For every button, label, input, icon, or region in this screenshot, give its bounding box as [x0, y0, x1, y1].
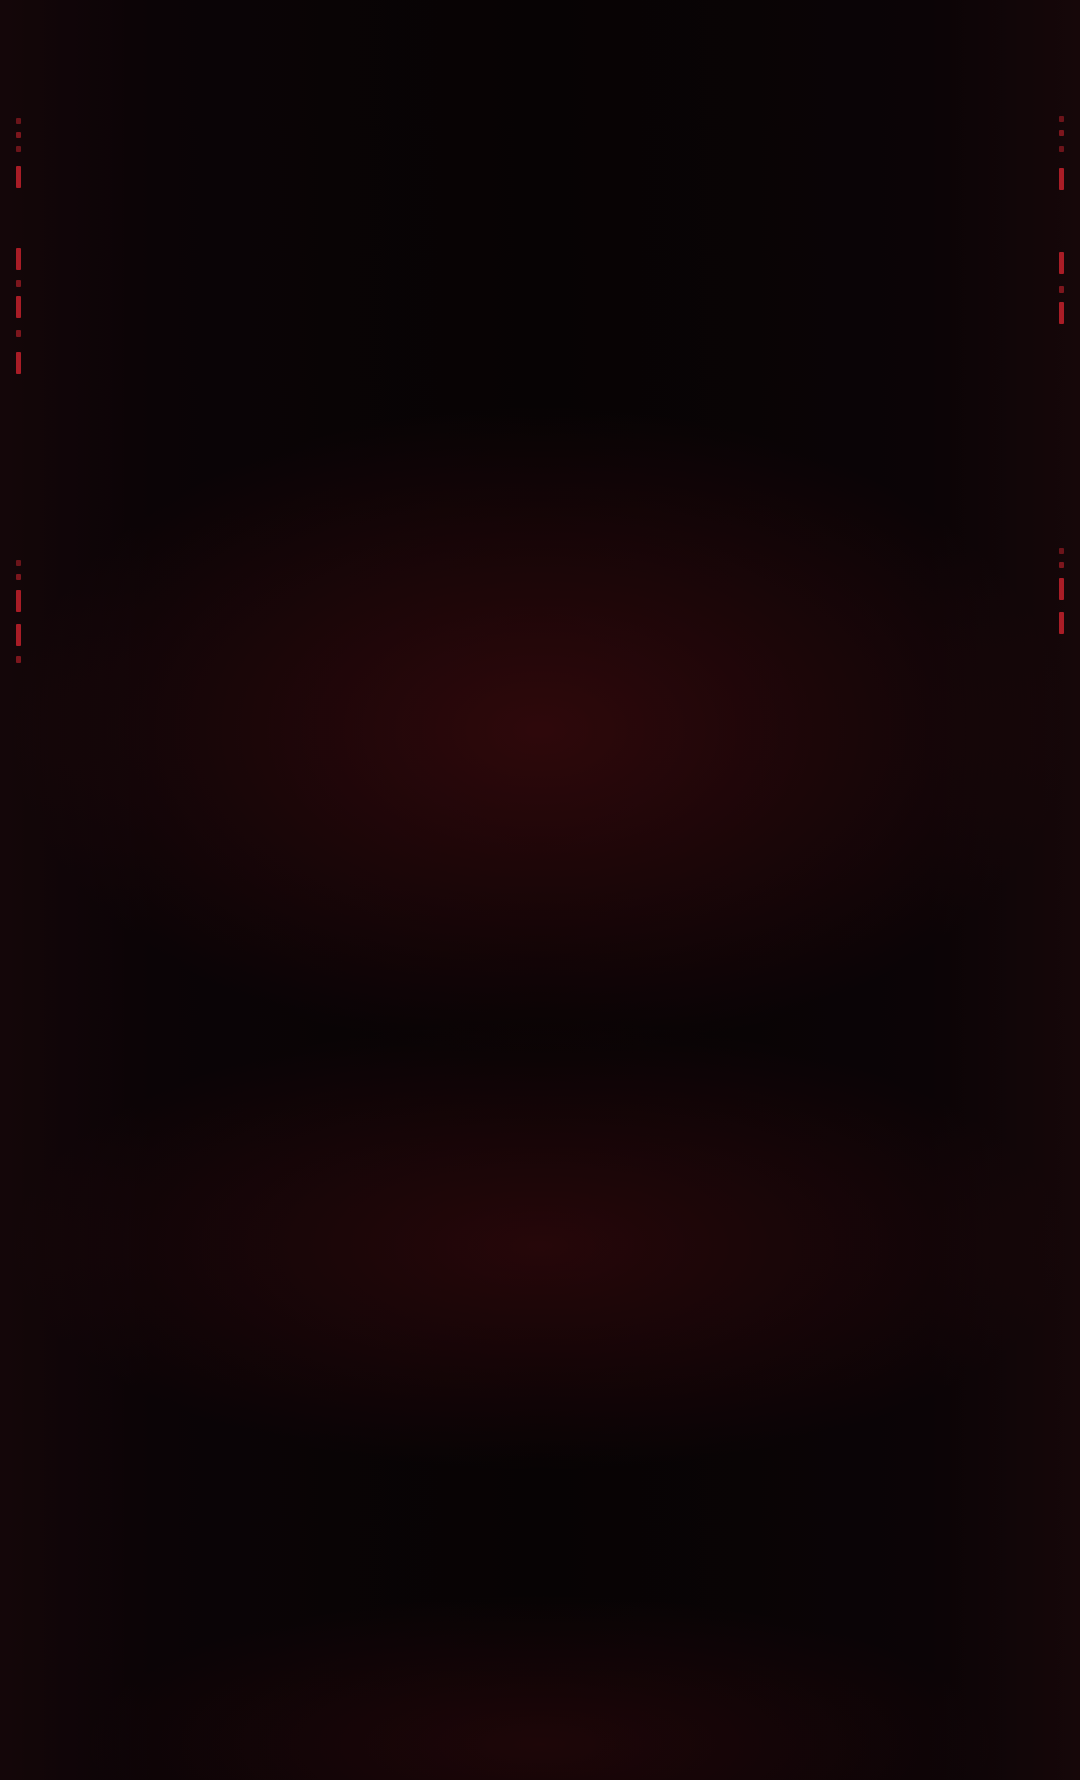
weapon-skin-inventory [0, 0, 1080, 1780]
page-background [0, 0, 1080, 1780]
